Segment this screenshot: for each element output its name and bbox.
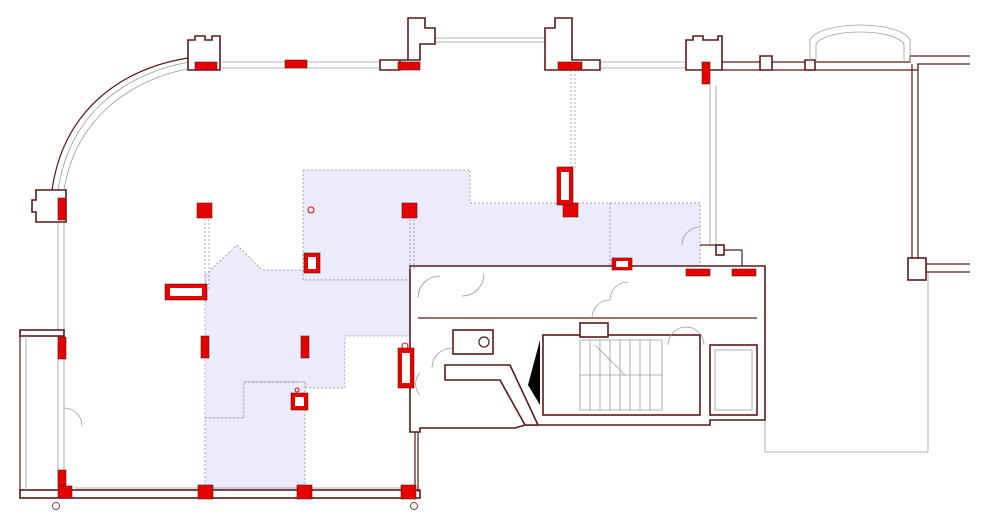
- shaded-zones: [204, 169, 701, 493]
- right-annex: [722, 24, 970, 453]
- sensor-icon: [401, 342, 409, 350]
- door-stair-2: [685, 326, 705, 346]
- interior-lines: [204, 70, 743, 492]
- sensor-icon: [307, 206, 315, 214]
- pier-left-lower: [19, 329, 65, 337]
- facade-curve-outer: [57, 61, 191, 191]
- pier-top-mid: [379, 17, 436, 71]
- bottom-wall: [19, 489, 421, 499]
- annex-bay: [809, 24, 911, 62]
- lift-lobby: [444, 364, 540, 426]
- equipment-unit: [397, 347, 415, 389]
- door-core-entry: [417, 275, 441, 299]
- stair-treads: [579, 339, 663, 411]
- column: [194, 61, 218, 71]
- annex-pier-2: [804, 59, 816, 71]
- grid-marker-icon: [410, 502, 418, 510]
- lift-shaft: [452, 329, 494, 355]
- column: [296, 484, 313, 500]
- column: [57, 469, 67, 487]
- column: [57, 197, 67, 221]
- door-lobby: [431, 347, 453, 369]
- equipment-unit: [303, 252, 321, 274]
- stair-wedge: [528, 340, 540, 405]
- column: [400, 484, 417, 500]
- column: [57, 485, 73, 499]
- column: [197, 484, 214, 500]
- door-core-entry-2: [461, 273, 485, 297]
- column: [685, 268, 711, 277]
- equipment-unit: [611, 257, 633, 271]
- door-corridor: [609, 281, 629, 301]
- equipment-unit: [290, 392, 309, 411]
- equipment-unit: [556, 166, 574, 206]
- service-core: [409, 265, 766, 433]
- facade-curve-inner: [63, 67, 193, 191]
- lift-symbol: [478, 336, 490, 348]
- stair-box: [579, 322, 609, 338]
- equipment-blocks: [164, 166, 633, 411]
- sensor-icon: [294, 387, 300, 393]
- markers: [52, 206, 418, 510]
- facade-curve-wall: [51, 57, 189, 191]
- column: [701, 61, 711, 85]
- door-right-office: [681, 226, 701, 246]
- riser-box: [709, 344, 758, 416]
- equipment-unit: [164, 283, 208, 301]
- column: [200, 335, 210, 359]
- column: [284, 59, 308, 69]
- annex-column: [907, 257, 927, 281]
- door-wc: [415, 372, 421, 396]
- door-stair: [667, 326, 687, 346]
- column: [401, 202, 418, 219]
- zone-right: [609, 202, 701, 269]
- column: [300, 335, 310, 359]
- column: [57, 336, 67, 360]
- door-corridor-2: [591, 299, 611, 319]
- riser-box-inner: [714, 349, 753, 411]
- column: [196, 202, 213, 219]
- column: [397, 61, 421, 71]
- annex-bay-inner: [815, 31, 905, 62]
- door-left-facade: [63, 407, 83, 427]
- doors: [63, 226, 705, 427]
- annex-pier-1: [759, 55, 773, 71]
- column: [557, 61, 583, 71]
- columns: [57, 59, 757, 500]
- grid-marker-icon: [52, 502, 60, 510]
- column: [731, 268, 757, 277]
